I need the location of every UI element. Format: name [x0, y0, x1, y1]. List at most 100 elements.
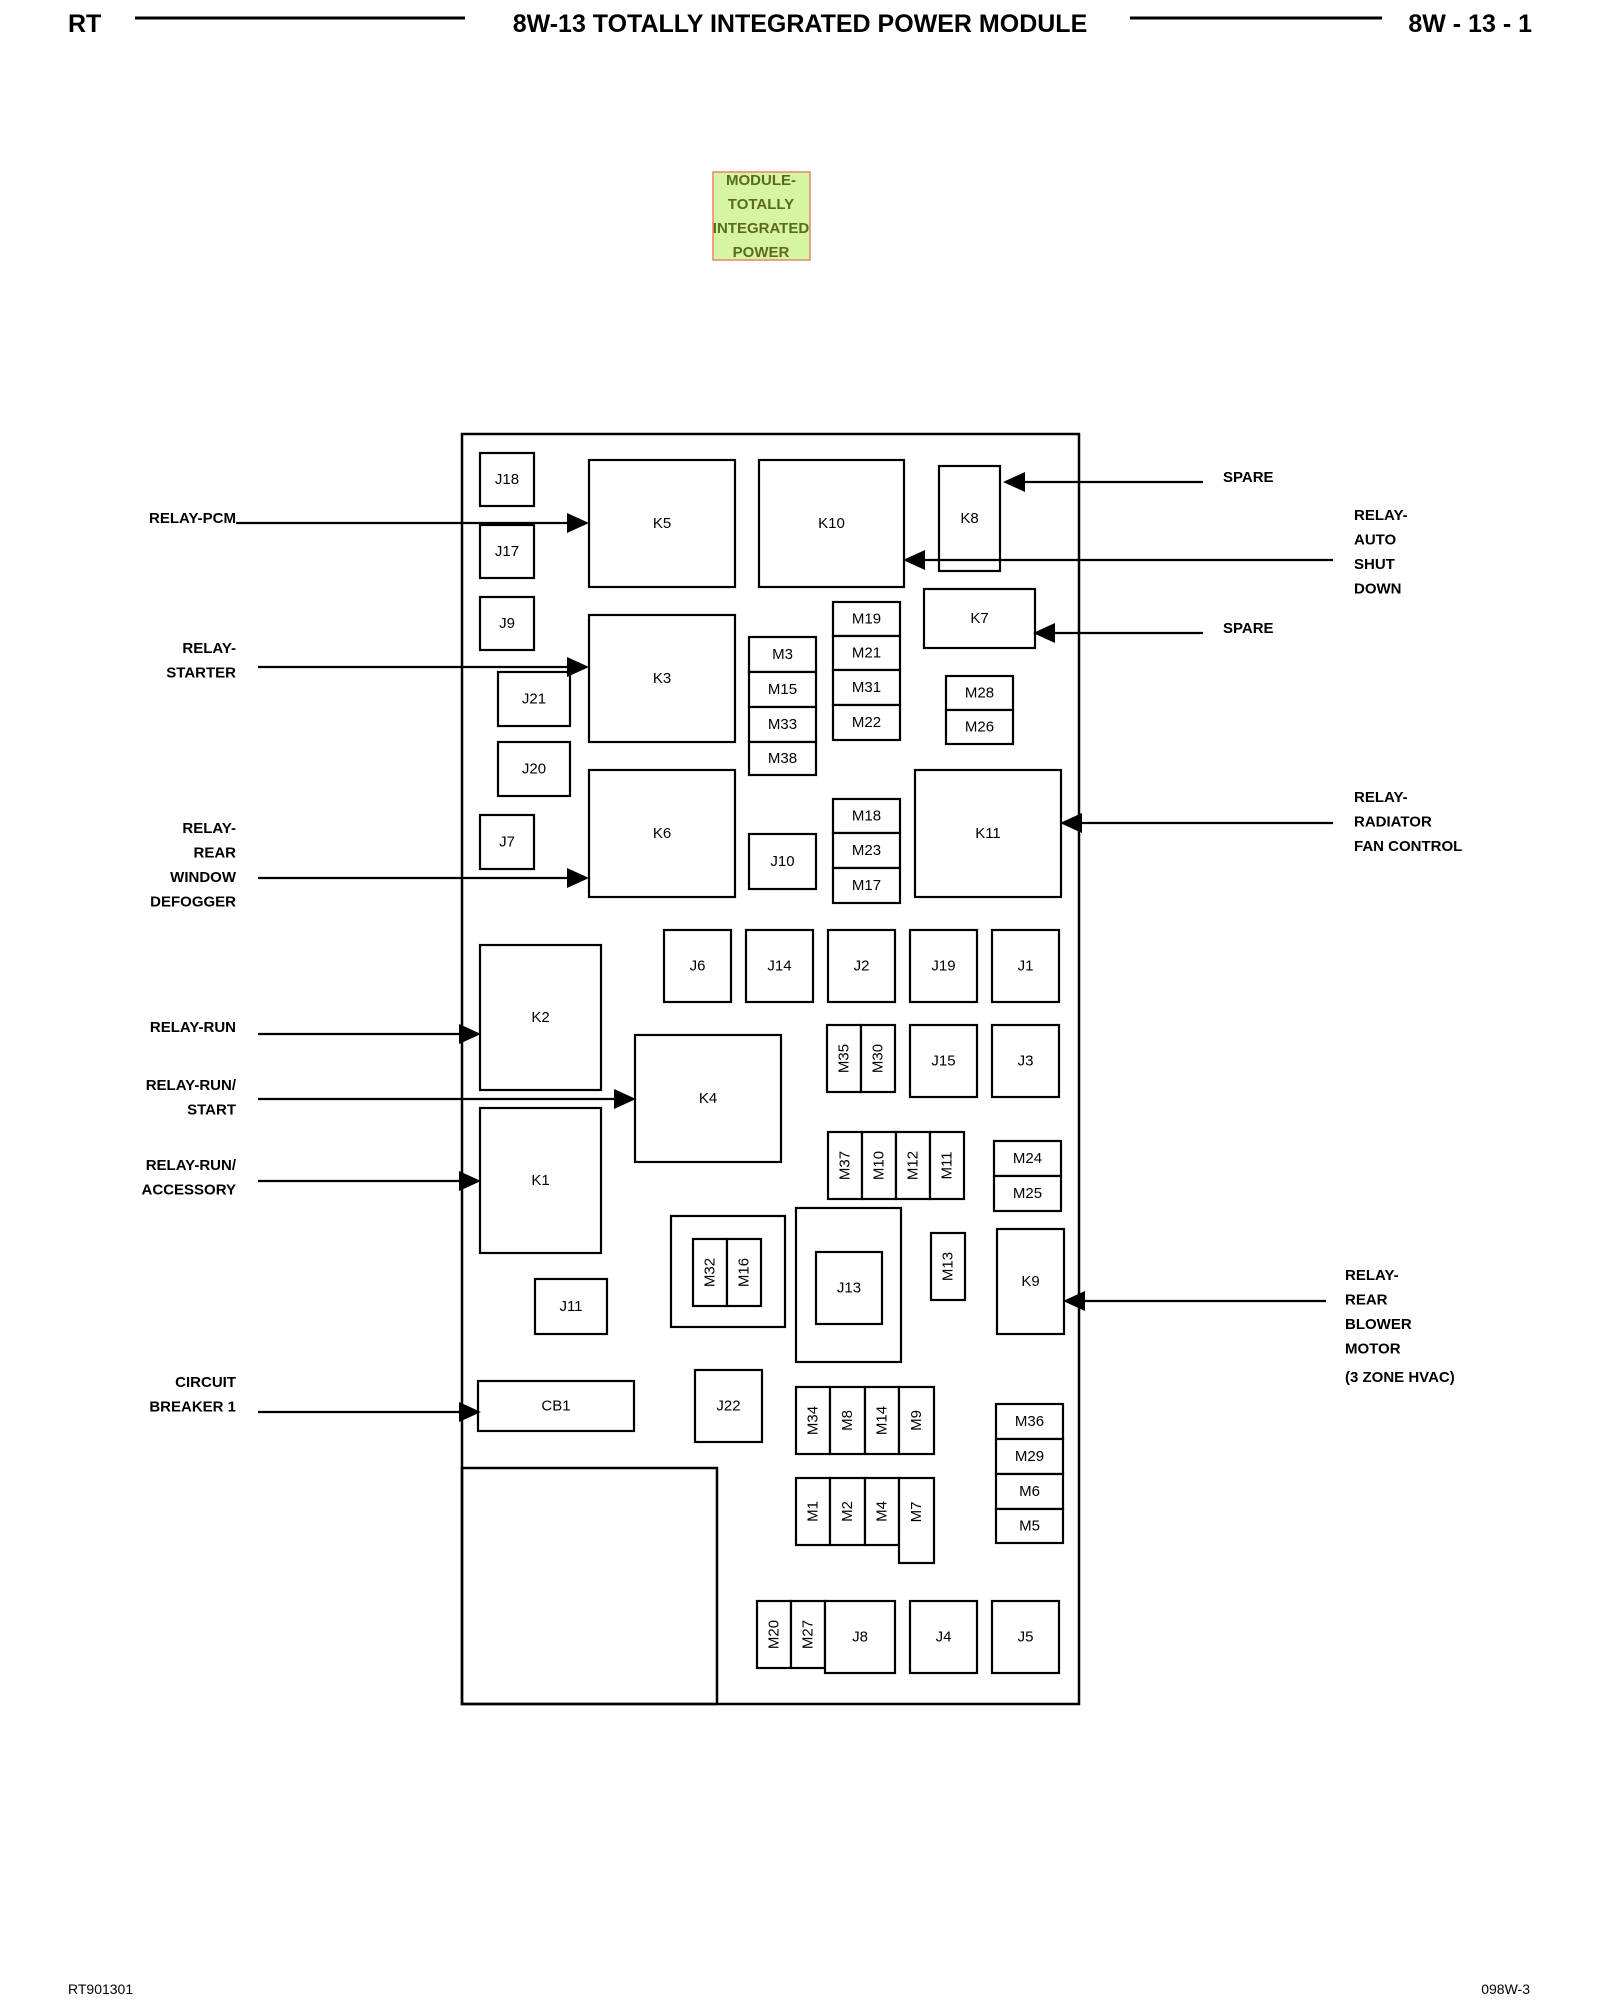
callout-relay-run-start: RELAY-RUN/START [146, 1077, 636, 1119]
component-label: M12 [905, 1151, 922, 1180]
component-box [897, 1385, 936, 1456]
component-m12: M12 [894, 1130, 932, 1201]
component-j8: J8 [823, 1599, 897, 1675]
component-label: J20 [522, 761, 546, 778]
component-label: M4 [874, 1501, 891, 1522]
component-m31: M31 [831, 668, 902, 707]
component-k4: K4 [633, 1033, 783, 1164]
component-m38: M38 [747, 740, 818, 777]
component-label: M6 [1019, 1483, 1040, 1500]
callout-label: WINDOW [170, 869, 237, 886]
component-label: M2 [839, 1501, 856, 1522]
component-box [794, 1476, 832, 1547]
component-k6: K6 [587, 768, 737, 899]
component-box [908, 928, 979, 1004]
component-m20: M20 [755, 1599, 793, 1670]
component-label: K4 [699, 1090, 717, 1107]
callout-label: FAN CONTROL [1354, 838, 1462, 855]
component-m35: M35 [825, 1023, 863, 1094]
callout-relay-run-accessory: RELAY-RUN/ACCESSORY [142, 1157, 481, 1199]
component-label: J8 [852, 1629, 868, 1646]
component-box [922, 587, 1037, 650]
component-label: M7 [908, 1502, 925, 1523]
component-j10: J10 [747, 832, 818, 891]
component-label: CB1 [541, 1398, 570, 1415]
component-box [747, 705, 818, 744]
component-label: M18 [852, 808, 881, 825]
component-j18: J18 [478, 451, 536, 508]
component-box [992, 1139, 1063, 1178]
component-k11: K11 [913, 768, 1063, 899]
callout-label: STARTER [166, 665, 236, 682]
arrowhead-icon [459, 1171, 481, 1191]
component-label: M33 [768, 716, 797, 733]
component-label: K3 [653, 670, 671, 687]
page-number: 8W - 13 - 1 [1408, 10, 1532, 38]
component-box [831, 703, 902, 742]
component-box [823, 1599, 897, 1675]
component-box [476, 1379, 636, 1433]
component-box [496, 670, 572, 728]
component-k3: K3 [587, 613, 737, 744]
callout-label: SPARE [1223, 620, 1274, 637]
component-m25: M25 [992, 1174, 1063, 1213]
component-box [908, 1599, 979, 1675]
component-label: J5 [1018, 1629, 1034, 1646]
component-label: K1 [531, 1172, 549, 1189]
arrowhead-icon [1060, 813, 1082, 833]
component-j5: J5 [990, 1599, 1061, 1675]
component-label: M11 [939, 1151, 956, 1179]
component-box [747, 832, 818, 891]
arrowhead-icon [1063, 1291, 1085, 1311]
component-m21: M21 [831, 634, 902, 672]
component-m34: M34 [794, 1385, 832, 1456]
component-box [587, 768, 737, 899]
component-label: J11 [559, 1298, 582, 1315]
component-m7: M7 [897, 1476, 936, 1565]
component-label: M16 [736, 1258, 753, 1287]
component-k8: K8 [937, 464, 1002, 573]
component-box [814, 1250, 884, 1326]
component-label: K5 [653, 515, 671, 532]
component-m33: M33 [747, 705, 818, 744]
component-label: M5 [1019, 1518, 1040, 1535]
component-j11: J11 [533, 1277, 609, 1336]
callout-label: (3 ZONE HVAC) [1345, 1369, 1455, 1386]
component-label: K11 [975, 825, 1001, 842]
component-box [478, 595, 536, 652]
component-box [944, 674, 1015, 712]
arrowhead-icon [567, 657, 589, 677]
callout-label: MOTOR [1345, 1341, 1401, 1358]
component-label: M20 [766, 1620, 783, 1649]
component-box [908, 1023, 979, 1099]
component-box [757, 458, 906, 589]
component-label: J4 [936, 1629, 952, 1646]
callout-label: BLOWER [1345, 1316, 1412, 1333]
component-m5: M5 [994, 1507, 1065, 1545]
component-k7: K7 [922, 587, 1037, 650]
j13-frame [794, 1206, 903, 1364]
component-label: K10 [818, 515, 845, 532]
component-m9: M9 [897, 1385, 936, 1456]
component-label: K8 [960, 510, 978, 527]
component-label: M15 [768, 681, 797, 698]
arrowhead-icon [459, 1024, 481, 1044]
callout-label: RELAY- [182, 640, 236, 657]
component-box [789, 1599, 827, 1670]
callout-label: SHUT [1354, 556, 1395, 573]
component-box [831, 668, 902, 707]
component-j7: J7 [478, 813, 536, 871]
component-box [863, 1476, 901, 1547]
component-label: M27 [800, 1620, 817, 1649]
module-tag-line: POWER [733, 244, 790, 261]
callout-label: CIRCUIT [175, 1374, 236, 1391]
callout-spare-k8: SPARE [1003, 469, 1274, 492]
footer-left: RT901301 [68, 1981, 133, 1997]
callout-label: REAR [193, 845, 236, 862]
callout-label: RELAY-RUN/ [146, 1077, 237, 1094]
component-m30: M30 [859, 1023, 897, 1094]
page-title: 8W-13 TOTALLY INTEGRATED POWER MODULE [513, 10, 1088, 38]
component-label: M29 [1015, 1448, 1044, 1465]
